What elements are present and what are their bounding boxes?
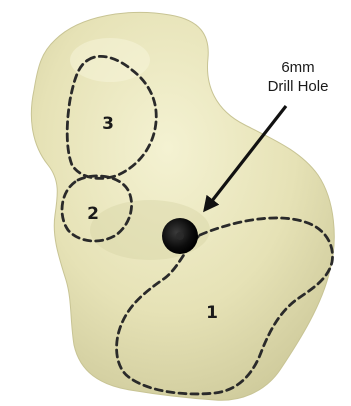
region-3-label: 3 <box>102 114 114 134</box>
region-2-label: 2 <box>87 204 99 224</box>
callout-line-2: Drill Hole <box>268 78 329 95</box>
region-1-label: 1 <box>206 303 218 323</box>
callout-line-1: 6mm <box>281 59 314 76</box>
drill-hole-center <box>176 232 184 240</box>
